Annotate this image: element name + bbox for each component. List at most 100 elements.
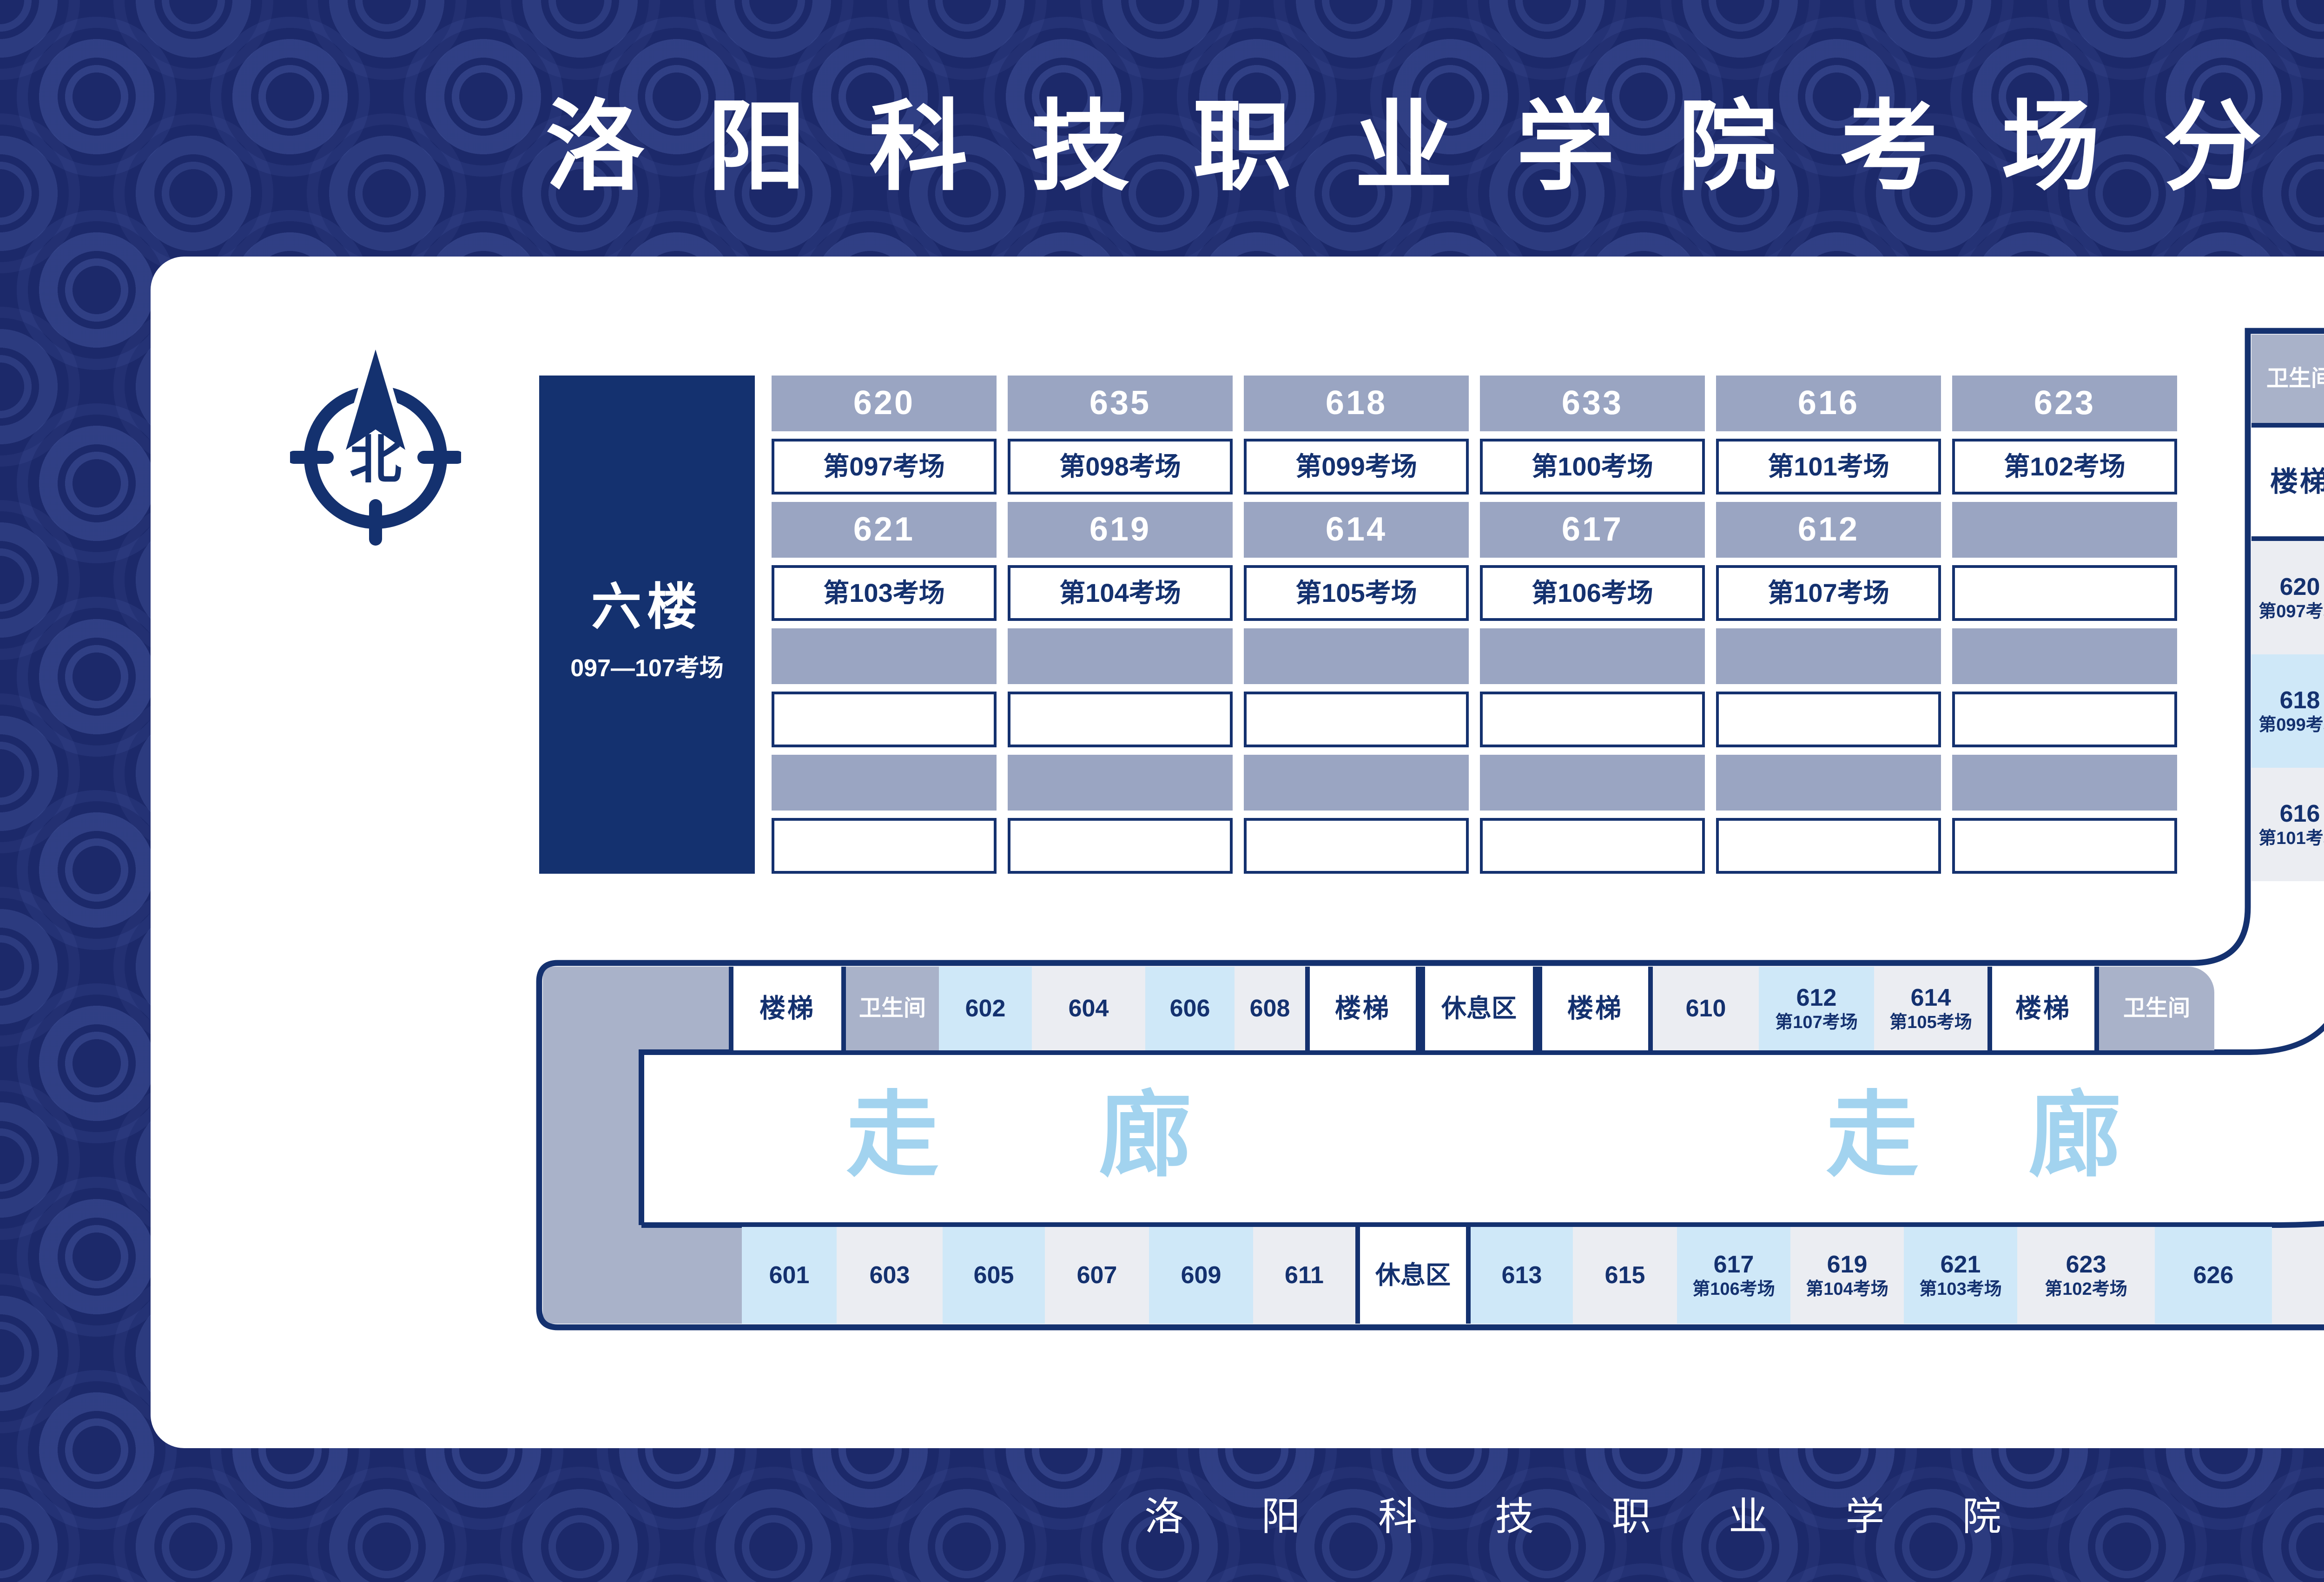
grid-exam-label: 第102考场 bbox=[1952, 439, 2177, 494]
grid-exam-label: 第104考场 bbox=[1008, 565, 1233, 621]
exam-room-label: 第101考场 bbox=[2258, 828, 2324, 848]
room-number: 623 bbox=[2066, 1251, 2106, 1279]
grid-exam-label: 第105考场 bbox=[1244, 565, 1469, 621]
floor-block-range: 097—107考场 bbox=[570, 654, 724, 682]
grid-room-number: 612 bbox=[1716, 502, 1941, 558]
compass: 北 bbox=[290, 342, 461, 546]
rest-area-cell: 休息区 bbox=[1355, 1227, 1471, 1324]
grid-room-number: 618 bbox=[1244, 376, 1469, 431]
room-number: 606 bbox=[1169, 995, 1210, 1022]
grid-exam-label: 第100考场 bbox=[1480, 439, 1705, 494]
room-number: 611 bbox=[1285, 1261, 1324, 1289]
grid-empty-cell bbox=[1244, 628, 1469, 684]
grid-exam-label: 第103考场 bbox=[772, 565, 997, 621]
grid-empty-cell bbox=[1716, 755, 1941, 811]
room-cell: 608 bbox=[1235, 967, 1305, 1050]
exam-room-label: 第105考场 bbox=[1889, 1012, 1972, 1032]
page-title: 洛阳科技职业学院考场分布图 bbox=[546, 92, 2324, 202]
exam-room-label: 第099考场 bbox=[2258, 715, 2324, 735]
room-cell: 611 bbox=[1253, 1227, 1355, 1324]
grid-empty-cell bbox=[1480, 818, 1705, 874]
room-cell: 612 第107考场 bbox=[1759, 967, 1874, 1050]
room-cell: 618 第099考场 bbox=[2251, 654, 2324, 768]
grid-empty-cell bbox=[1244, 818, 1469, 874]
stairs-cell: 楼梯 bbox=[729, 967, 846, 1050]
floor-block-title: 六楼 bbox=[591, 578, 703, 635]
grid-exam-label: 第107考场 bbox=[1716, 565, 1941, 621]
grid-empty-cell bbox=[1480, 692, 1705, 747]
grid-empty-cell bbox=[1244, 692, 1469, 747]
corridor-label: 廊 bbox=[1099, 1084, 1192, 1187]
room-cell: 601 bbox=[742, 1227, 837, 1324]
room-number: 610 bbox=[1685, 995, 1726, 1022]
room-cell: 609 bbox=[1149, 1227, 1253, 1324]
grid-exam-label: 第099考场 bbox=[1244, 439, 1469, 494]
room-number: 601 bbox=[769, 1261, 810, 1289]
floor-block: 六楼 097—107考场 bbox=[539, 376, 755, 874]
grid-empty-cell bbox=[1952, 502, 2177, 558]
grid-room-number: 633 bbox=[1480, 376, 1705, 431]
exam-grid: 620 635 618 633 616 623 第097考场 第098考场 第0… bbox=[772, 376, 2177, 874]
north-arrow-icon bbox=[336, 342, 416, 464]
room-cell: 614 第105考场 bbox=[1874, 967, 1987, 1050]
grid-empty-cell bbox=[772, 628, 997, 684]
stairs-cell: 楼梯 bbox=[1538, 967, 1653, 1050]
room-number: 616 bbox=[2279, 800, 2320, 828]
room-cell: 615 bbox=[1573, 1227, 1677, 1324]
grid-exam-label: 第106考场 bbox=[1480, 565, 1705, 621]
room-cell: 613 bbox=[1471, 1227, 1573, 1324]
stairs-cell: 楼梯 bbox=[2251, 428, 2324, 541]
room-cell: 604 bbox=[1032, 967, 1145, 1050]
room-cell: 607 bbox=[1045, 1227, 1149, 1324]
grid-room-number: 617 bbox=[1480, 502, 1705, 558]
exam-room-label: 第103考场 bbox=[1919, 1279, 2002, 1299]
room-cell: 617 第106考场 bbox=[1677, 1227, 1790, 1324]
grid-room-number: 616 bbox=[1716, 376, 1941, 431]
room-cell: 623 第102考场 bbox=[2017, 1227, 2155, 1324]
exam-room-label: 第107考场 bbox=[1775, 1012, 1858, 1032]
room-number: 619 bbox=[1827, 1251, 1868, 1279]
room-cell: 619 第104考场 bbox=[1790, 1227, 1904, 1324]
room-cell: 602 bbox=[939, 967, 1032, 1050]
exam-room-label: 第097考场 bbox=[2258, 601, 2324, 621]
restroom-cell: 卫生间 bbox=[2099, 967, 2214, 1050]
grid-empty-cell bbox=[1244, 755, 1469, 811]
restroom-cell: 卫生间 bbox=[846, 967, 939, 1050]
room-number: 626 bbox=[2193, 1261, 2234, 1289]
grid-empty-cell bbox=[1716, 628, 1941, 684]
room-number: 607 bbox=[1076, 1261, 1117, 1289]
grid-empty-cell bbox=[772, 692, 997, 747]
stairs-cell: 楼梯 bbox=[1987, 967, 2099, 1050]
grid-room-number: 623 bbox=[1952, 376, 2177, 431]
grid-exam-label: 第101考场 bbox=[1716, 439, 1941, 494]
room-cell: 620 第097考场 bbox=[2251, 541, 2324, 654]
rest-area-cell: 休息区 bbox=[1420, 967, 1538, 1050]
grid-room-number: 619 bbox=[1008, 502, 1233, 558]
stairs-cell: 楼梯 bbox=[1305, 967, 1420, 1050]
room-number: 621 bbox=[1940, 1251, 1981, 1279]
room-cell: 603 bbox=[837, 1227, 943, 1324]
grid-empty-cell bbox=[1952, 755, 2177, 811]
compass-ticks bbox=[290, 451, 461, 546]
footer-text: 洛 阳 科 技 职 业 学 院 bbox=[1144, 1495, 2035, 1538]
exam-room-label: 第104考场 bbox=[1806, 1279, 1888, 1299]
grid-empty-cell bbox=[772, 818, 997, 874]
grid-empty-cell bbox=[1952, 818, 2177, 874]
grid-empty-cell bbox=[1716, 692, 1941, 747]
compass-north-label: 北 bbox=[350, 431, 402, 489]
corridor-label: 走 bbox=[1826, 1084, 1919, 1187]
room-cell: 616 第101考场 bbox=[2251, 768, 2324, 881]
grid-empty-cell bbox=[1008, 818, 1233, 874]
exam-room-label: 第102考场 bbox=[2045, 1279, 2127, 1299]
room-cell: 610 bbox=[1653, 967, 1759, 1050]
room-number: 612 bbox=[1796, 984, 1837, 1012]
room-number: 602 bbox=[965, 995, 1006, 1022]
room-number: 615 bbox=[1604, 1261, 1645, 1289]
grid-empty-cell bbox=[1952, 692, 2177, 747]
grid-empty-cell bbox=[1008, 628, 1233, 684]
corridor-label: 廊 bbox=[2028, 1084, 2122, 1187]
room-cell: 606 bbox=[1145, 967, 1235, 1050]
grid-room-number: 620 bbox=[772, 376, 997, 431]
grid-exam-label: 第098考场 bbox=[1008, 439, 1233, 494]
